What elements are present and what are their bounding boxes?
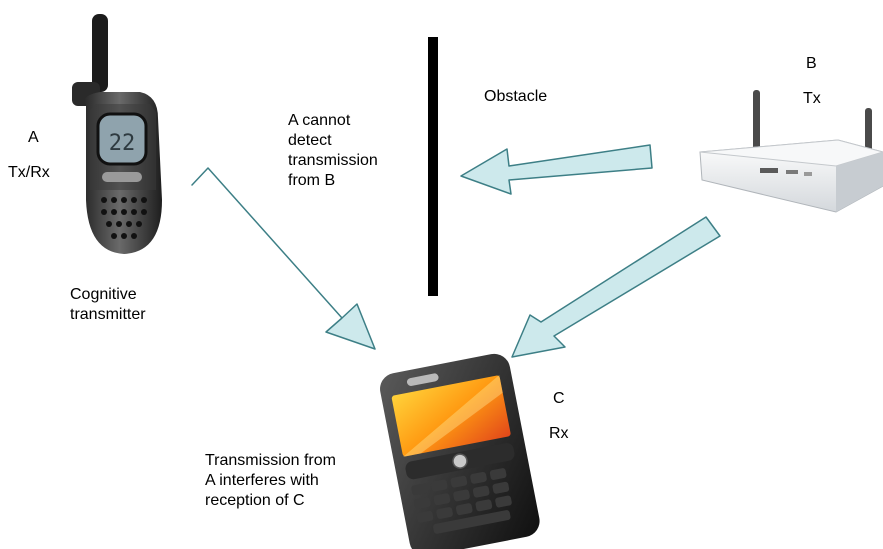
walkie-talkie-icon: 22 (72, 14, 162, 254)
obstacle-label: Obstacle (484, 88, 548, 105)
interfere-note: Transmission from A interferes with rece… (205, 452, 336, 509)
arrow-b-to-a (460, 144, 653, 195)
svg-text:22: 22 (109, 131, 136, 156)
node-a-caption: Cognitive transmitter (70, 286, 146, 323)
arrow-b-to-c (511, 216, 721, 358)
node-b-role: Tx (803, 90, 821, 107)
arrow-a-to-c (191, 167, 376, 350)
wireless-router-icon (699, 90, 883, 213)
node-c-name: C (553, 390, 565, 407)
node-c-role: Rx (549, 425, 569, 442)
node-a-role: Tx/Rx (8, 164, 50, 181)
node-a-name: A (28, 129, 39, 146)
detect-note: A cannot detect transmission from B (288, 112, 378, 189)
node-b-name: B (806, 55, 817, 72)
obstacle-bar (428, 37, 438, 296)
smartphone-icon (380, 353, 540, 549)
